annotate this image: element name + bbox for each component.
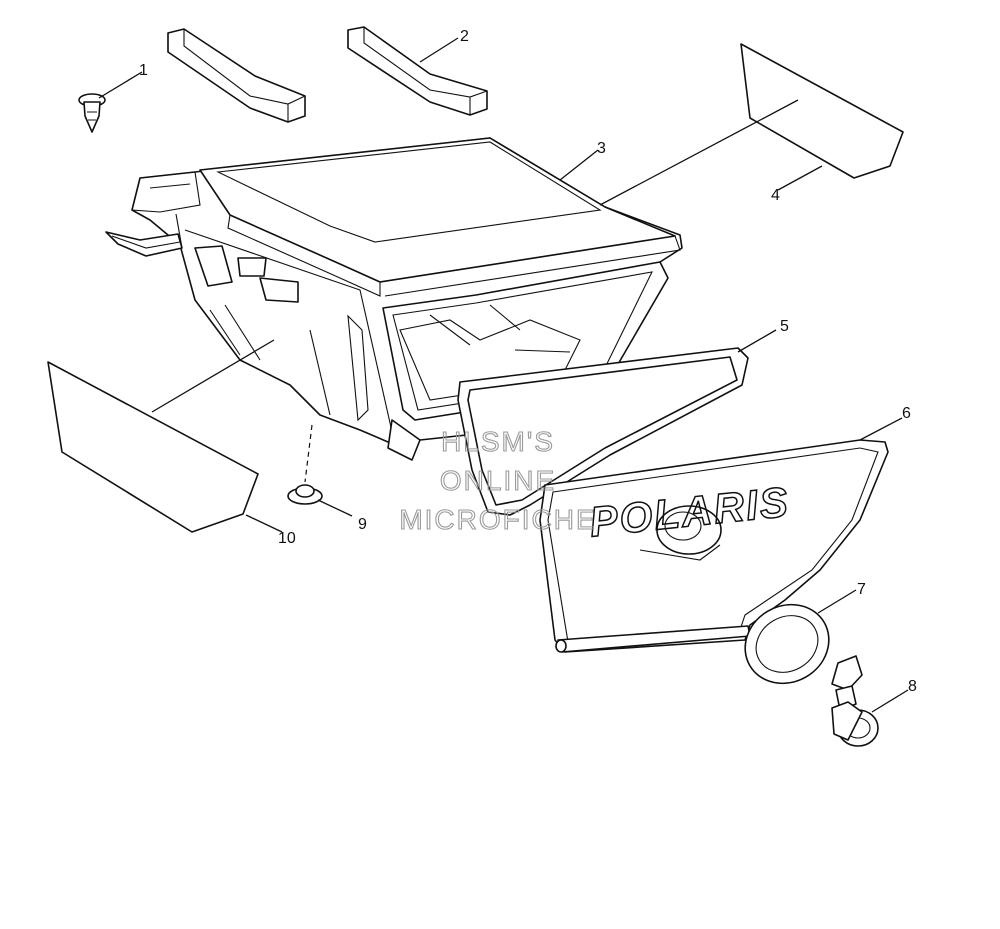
callout-6: 6	[902, 405, 911, 422]
part-7-ring	[744, 603, 830, 685]
watermark-line-1: HLSM'S	[441, 426, 555, 457]
watermark-line-3: MICROFICHE	[399, 504, 596, 535]
callout-8: 8	[908, 678, 917, 695]
callout-2: 2	[460, 28, 469, 45]
part-8-lock	[831, 655, 879, 747]
part-2-foam-strip-left	[167, 28, 306, 123]
part-6-door: POLARIS	[539, 439, 889, 653]
callout-5: 5	[780, 318, 789, 335]
part-4-decal-top	[740, 43, 904, 179]
callout-4: 4	[771, 187, 780, 204]
part-10-decal-side	[47, 361, 259, 533]
watermark-line-2: ONLINE	[440, 465, 556, 496]
callout-9: 9	[358, 516, 367, 533]
callout-10: 10	[278, 530, 296, 547]
leader-lines	[98, 37, 909, 713]
callout-1: 1	[139, 62, 148, 79]
callout-3: 3	[597, 140, 606, 157]
part-5-door-seal	[457, 347, 749, 516]
part-9-grommet	[287, 424, 323, 505]
watermark: HLSM'S ONLINE MICROFICHE	[399, 425, 596, 535]
part-2-foam-strip-right	[347, 26, 488, 116]
callout-7: 7	[857, 581, 866, 598]
part-1-rivet	[78, 93, 106, 133]
